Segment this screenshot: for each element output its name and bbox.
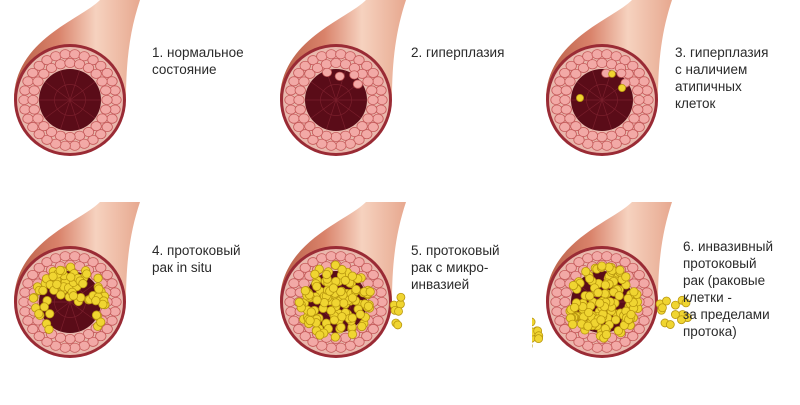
stage-2-label: 2. гиперплазия [411,45,505,60]
stage-3-label: 3. гиперплазия с наличием атипичных клет… [675,45,769,111]
epithelial-cell-ring [550,49,654,151]
tumor-cells [576,68,631,103]
stage-5-label: 5. протоковый рак с микро- инвазией [411,243,500,292]
duct-illustration-invasive [532,202,692,358]
epithelial-cell-ring [18,251,122,353]
stage-4-in-situ: 4. протоковый рак in situ [0,202,266,404]
duct-illustration-normal [14,0,140,156]
stage-1-normal: 1. нормальное состояние [0,0,266,202]
tumor-cells [28,262,110,334]
stage-6-invasive: 6. инвазивный протоковый рак (раковые кл… [532,202,798,404]
stage-1-label: 1. нормальное состояние [152,45,244,77]
stage-5-microinvasion: 5. протоковый рак с микро- инвазией [266,202,532,404]
tumor-cells [294,260,406,342]
duct-illustration-atypical [546,0,672,156]
duct-illustration-hyperplasia [280,0,406,156]
lumen-texture [39,70,101,130]
tumor-cells [322,67,363,89]
epithelial-cell-ring [18,49,122,151]
tumor-cells [532,261,692,349]
epithelial-cell-ring [284,49,388,151]
duct-illustration-in-situ [14,202,140,358]
duct-illustration-microinvasion [280,202,406,358]
stage-4-label: 4. протоковый рак in situ [152,243,241,275]
stage-3-atypical: 3. гиперплазия с наличием атипичных клет… [532,0,798,202]
stage-2-hyperplasia: 2. гиперплазия [266,0,532,202]
stage-6-label: 6. инвазивный протоковый рак (раковые кл… [683,239,773,339]
